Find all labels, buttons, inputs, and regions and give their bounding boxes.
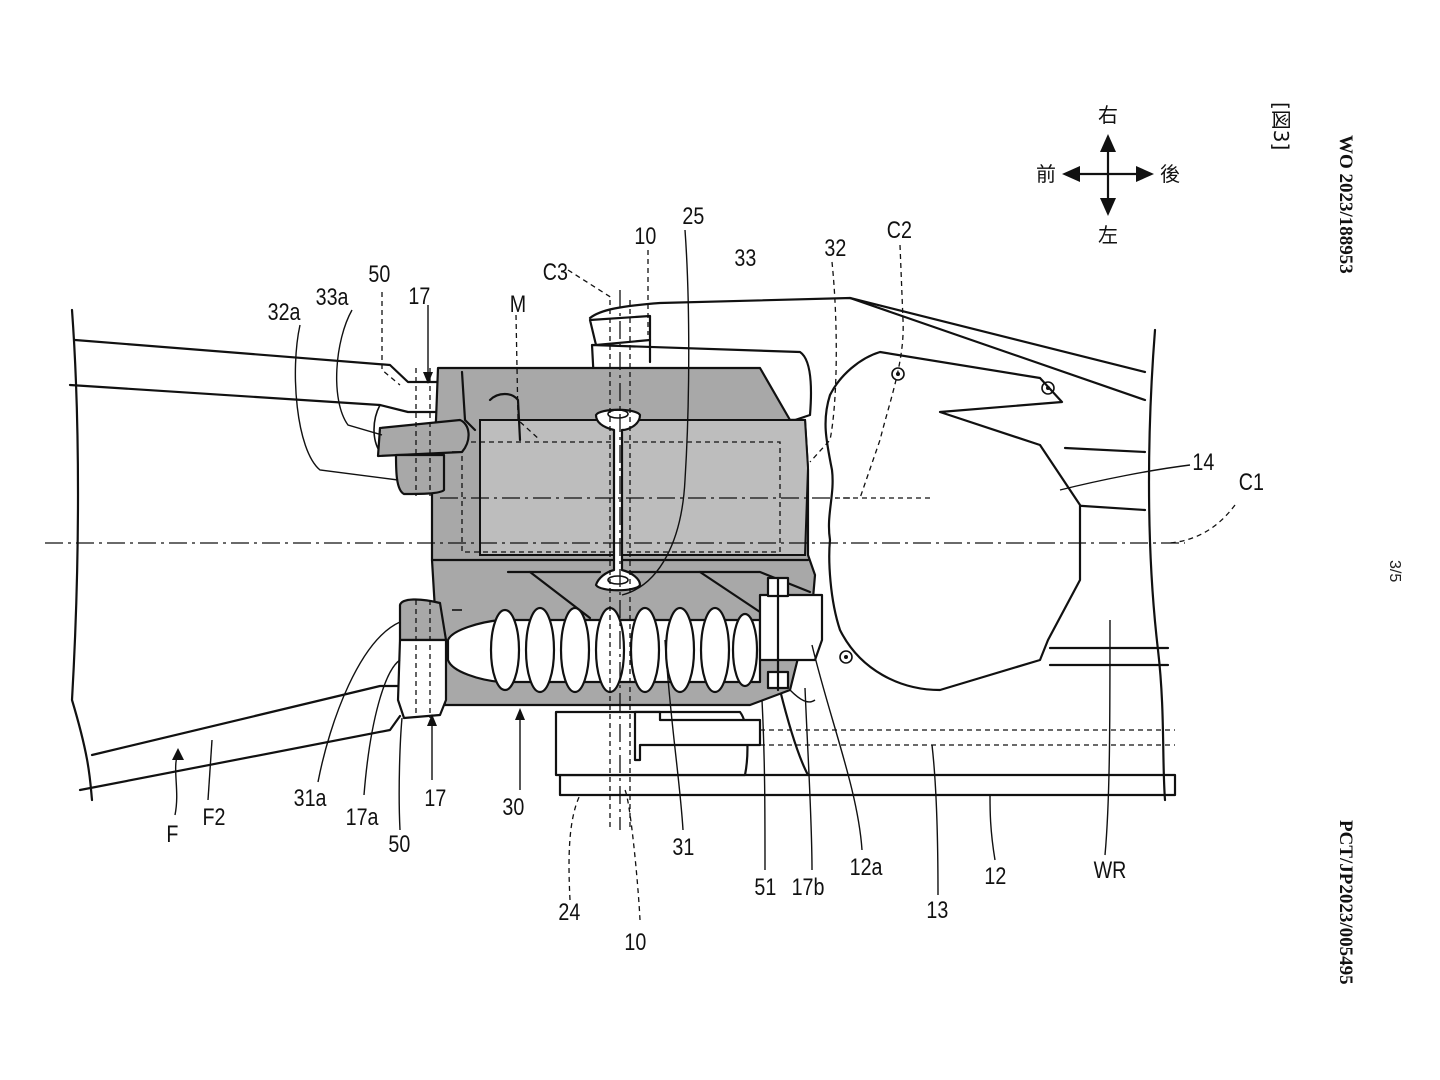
arrow-up-icon xyxy=(1100,134,1116,152)
reference-labels: 10 25 33 32 C2 C3 50 33a 32a 17 M 14 C1 … xyxy=(166,202,1264,955)
label-51: 51 xyxy=(754,873,776,900)
label-17a: 17a xyxy=(346,803,380,830)
label-50-bottom: 50 xyxy=(388,830,410,857)
label-c1: C1 xyxy=(1239,468,1264,495)
mount-bosses xyxy=(376,368,470,720)
frame-f xyxy=(68,308,442,802)
label-31a: 31a xyxy=(294,784,328,811)
label-32a: 32a xyxy=(268,298,302,325)
label-31: 31 xyxy=(672,833,694,860)
label-12a: 12a xyxy=(850,853,884,880)
label-c3: C3 xyxy=(543,258,568,285)
label-14: 14 xyxy=(1192,448,1214,475)
arrow-left-icon xyxy=(1062,166,1080,182)
label-wr: WR xyxy=(1094,856,1127,883)
label-50-top: 50 xyxy=(368,260,390,287)
label-24: 24 xyxy=(558,898,580,925)
label-10-bottom: 10 xyxy=(624,928,646,955)
label-17-top: 17 xyxy=(408,282,430,309)
label-30: 30 xyxy=(502,793,524,820)
compass-right-label: 後 xyxy=(1160,162,1180,186)
label-25: 25 xyxy=(682,202,704,229)
label-33a: 33a xyxy=(316,283,350,310)
label-12: 12 xyxy=(984,862,1006,889)
label-32: 32 xyxy=(824,234,846,261)
compass-up-label: 右 xyxy=(1098,103,1118,127)
label-f: F xyxy=(166,820,178,847)
page-number: 3/5 xyxy=(1386,560,1403,582)
label-17-bottom: 17 xyxy=(424,784,446,811)
application-number: PCT/JP2023/005495 xyxy=(1335,820,1356,985)
label-17b: 17b xyxy=(792,873,825,900)
label-33: 33 xyxy=(734,244,756,271)
direction-compass: 右 左 前 後 xyxy=(1036,103,1180,247)
compass-left-label: 前 xyxy=(1036,162,1056,186)
knuckle-14 xyxy=(824,350,1082,692)
leader-lines xyxy=(172,229,1236,921)
label-10-top: 10 xyxy=(634,222,656,249)
label-13: 13 xyxy=(926,896,948,923)
center-lines xyxy=(45,290,1185,830)
label-f2: F2 xyxy=(203,803,226,830)
label-m: M xyxy=(510,290,526,317)
arrow-right-icon xyxy=(1136,166,1154,182)
label-c2: C2 xyxy=(887,216,912,243)
arrow-down-icon xyxy=(1100,198,1116,216)
compass-down-label: 左 xyxy=(1098,223,1118,247)
publication-number: WO 2023/188953 xyxy=(1335,135,1356,274)
damper-spring-31 xyxy=(446,576,824,703)
figure-label: [図3] xyxy=(1269,102,1293,150)
spring-coils xyxy=(489,606,759,694)
pin-25 xyxy=(594,408,642,592)
